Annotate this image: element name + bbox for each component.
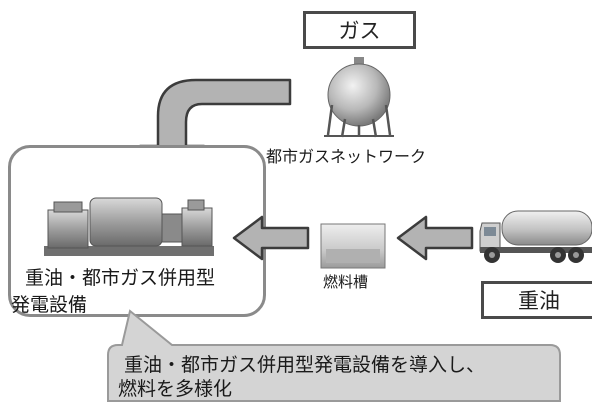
gas-label-box: ガス xyxy=(303,11,416,49)
callout-line2: 燃料を多様化 xyxy=(118,378,233,400)
callout-bubble xyxy=(107,309,561,402)
gas-network-label: 都市ガスネットワーク xyxy=(266,147,427,166)
gas-label: ガス xyxy=(338,19,381,43)
tanker-truck-icon xyxy=(479,210,592,263)
heavy-oil-label-box: 重油 xyxy=(481,281,592,319)
gas-tank-icon xyxy=(324,57,394,138)
heavy-oil-label: 重油 xyxy=(518,289,560,313)
generator-label-line1: 重油・都市ガス併用型 xyxy=(25,267,216,289)
generator-label-line2: 発電設備 xyxy=(11,294,88,316)
truck-to-tank-arrow xyxy=(396,215,474,261)
fuel-tank-label: 燃料槽 xyxy=(323,273,369,291)
fuel-to-generator-arrow xyxy=(232,215,310,261)
generator-icon xyxy=(44,197,214,256)
callout-text: 重油・都市ガス併用型発電設備を導入し、 燃料を多様化 xyxy=(118,353,485,401)
callout-line1: 重油・都市ガス併用型発電設備を導入し、 xyxy=(124,354,486,376)
fuel-tank-icon xyxy=(320,223,386,269)
